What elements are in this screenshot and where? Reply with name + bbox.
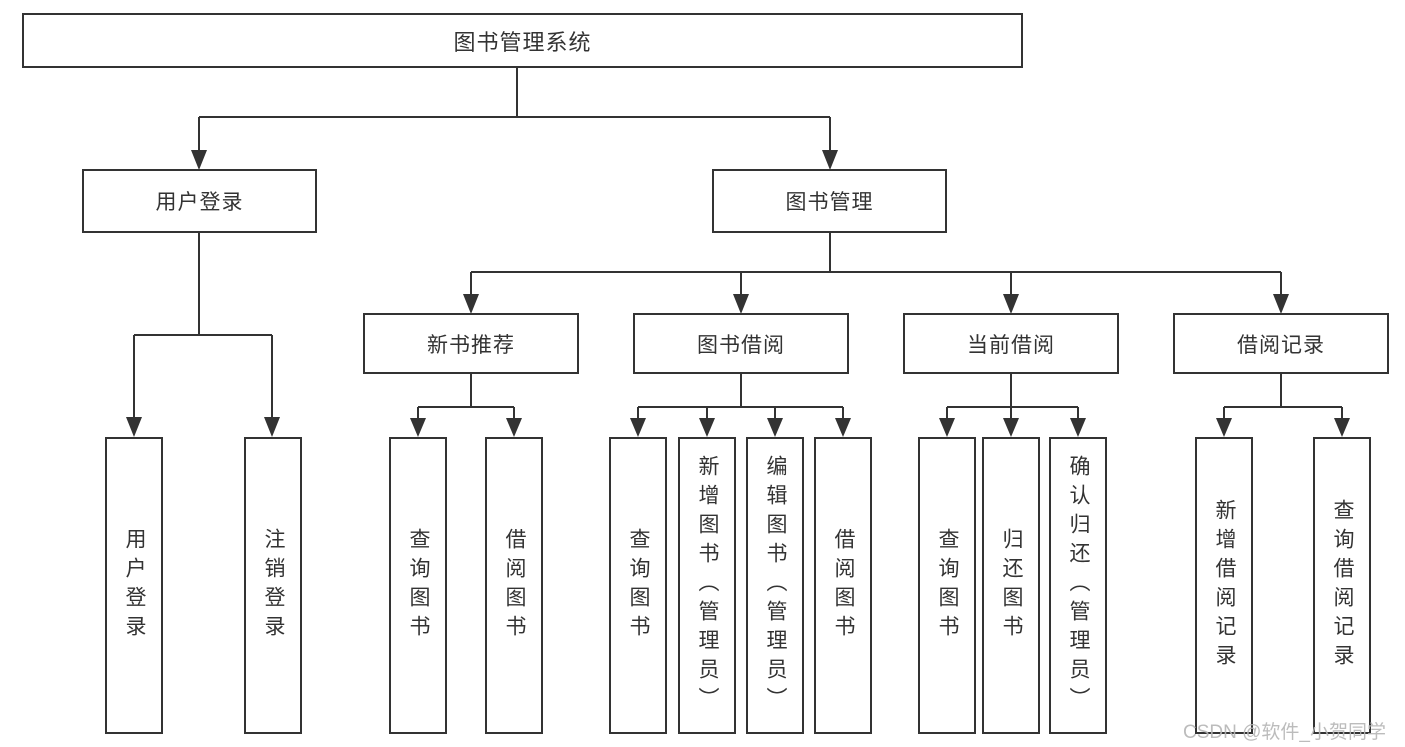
leaf-label: 查询借阅记录 bbox=[1331, 498, 1354, 673]
node-label: 用户登录 bbox=[155, 191, 244, 214]
node-book-borrowing: 图书借阅 bbox=[633, 313, 849, 374]
node-borrowing-records: 借阅记录 bbox=[1173, 313, 1389, 374]
leaf-label: 编辑图书（管理员） bbox=[764, 455, 787, 716]
leaf-label: 新增借阅记录 bbox=[1213, 498, 1236, 673]
leaf-query-books-recommend: 查询图书 bbox=[389, 437, 447, 734]
leaf-user-login: 用户登录 bbox=[105, 437, 163, 734]
node-label: 当前借阅 bbox=[967, 333, 1055, 357]
leaf-query-borrow-record: 查询借阅记录 bbox=[1313, 437, 1371, 734]
leaf-label: 查询图书 bbox=[627, 527, 650, 644]
leaf-edit-books-admin: 编辑图书（管理员） bbox=[746, 437, 804, 734]
leaf-label: 新增图书（管理员） bbox=[696, 455, 719, 716]
root-title: 图书管理系统 bbox=[453, 29, 592, 55]
node-current-borrowing: 当前借阅 bbox=[903, 313, 1119, 374]
leaf-return-books: 归还图书 bbox=[982, 437, 1040, 734]
leaf-label: 用户登录 bbox=[123, 527, 146, 644]
leaf-label: 借阅图书 bbox=[503, 527, 526, 644]
node-label: 图书借阅 bbox=[697, 333, 785, 357]
leaf-label: 查询图书 bbox=[936, 527, 959, 644]
node-label: 图书管理 bbox=[785, 191, 874, 214]
leaf-borrow-books: 借阅图书 bbox=[814, 437, 872, 734]
node-book-management: 图书管理 bbox=[712, 169, 947, 233]
leaf-label: 归还图书 bbox=[1000, 527, 1023, 644]
leaf-add-borrow-record: 新增借阅记录 bbox=[1195, 437, 1253, 734]
leaf-query-books-current: 查询图书 bbox=[918, 437, 976, 734]
leaf-label: 借阅图书 bbox=[832, 527, 855, 644]
leaf-label: 查询图书 bbox=[407, 527, 430, 644]
leaf-query-books-borrow: 查询图书 bbox=[609, 437, 667, 734]
leaf-add-books-admin: 新增图书（管理员） bbox=[678, 437, 736, 734]
node-library-management-system: 图书管理系统 bbox=[22, 13, 1023, 68]
leaf-borrow-books-recommend: 借阅图书 bbox=[485, 437, 543, 734]
node-new-book-recommend: 新书推荐 bbox=[363, 313, 579, 374]
node-user-login: 用户登录 bbox=[82, 169, 317, 233]
leaf-label: 注销登录 bbox=[262, 527, 285, 644]
node-label: 借阅记录 bbox=[1237, 333, 1325, 357]
leaf-label: 确认归还（管理员） bbox=[1067, 455, 1090, 716]
csdn-watermark: CSDN @软件_小贺同学 bbox=[1183, 722, 1386, 743]
node-label: 新书推荐 bbox=[427, 333, 515, 357]
leaf-confirm-return-admin: 确认归还（管理员） bbox=[1049, 437, 1107, 734]
leaf-logout: 注销登录 bbox=[244, 437, 302, 734]
